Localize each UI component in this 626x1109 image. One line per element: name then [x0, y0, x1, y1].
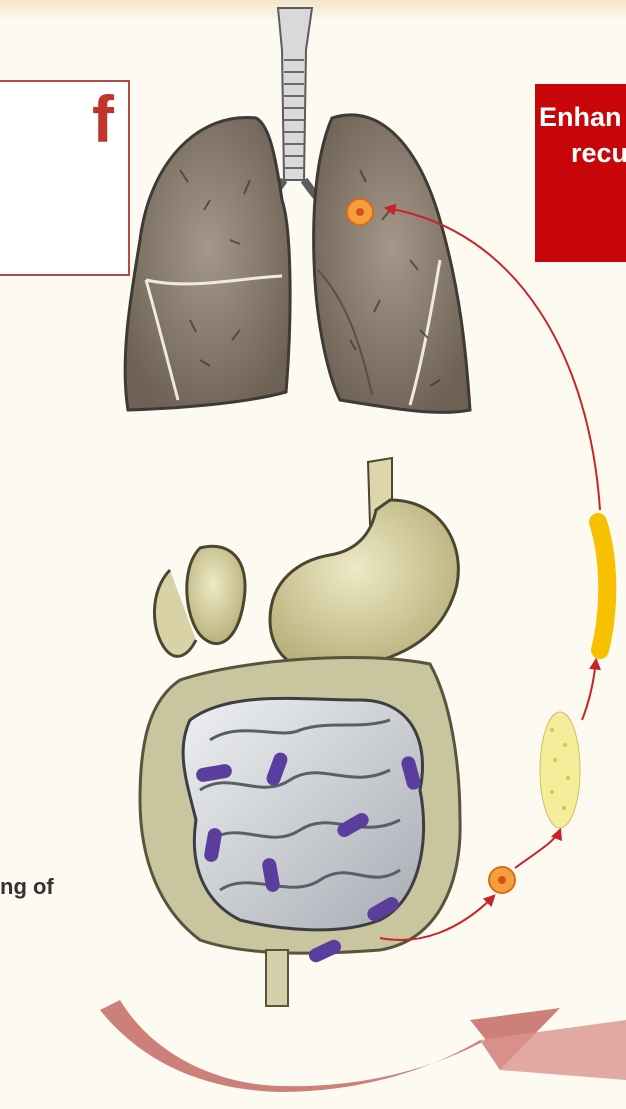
stomach	[154, 458, 458, 671]
granule-cluster	[540, 712, 580, 828]
yellow-bar	[598, 522, 607, 650]
gut-cell	[489, 867, 515, 893]
cell-to-cluster-arrow	[515, 830, 560, 868]
big-curved-arrow	[100, 1000, 626, 1092]
lung-cell	[347, 199, 373, 225]
cluster-to-bar-arrow	[582, 660, 596, 720]
small-intestine	[183, 698, 424, 929]
